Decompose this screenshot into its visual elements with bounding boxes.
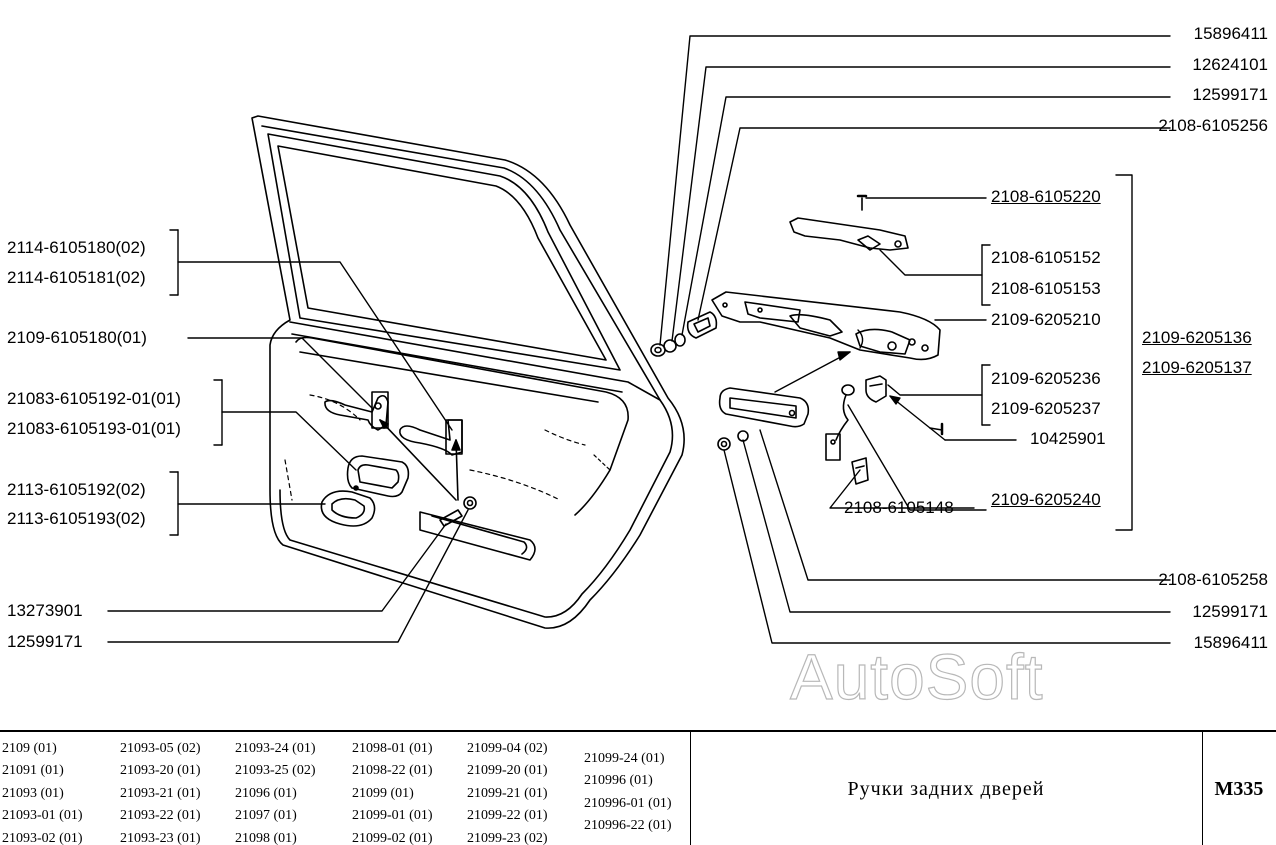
label-21083-6105193: 21083-6105193-01(01) bbox=[7, 419, 181, 438]
label-2109-6205210: 2109-6205210 bbox=[991, 310, 1101, 329]
footer-divider bbox=[690, 732, 691, 845]
model-column-2: 21093-05 (02) 21093-20 (01) 21093-21 (01… bbox=[120, 738, 201, 845]
label-13273901: 13273901 bbox=[7, 601, 83, 620]
handle-bezel-on-door bbox=[346, 455, 410, 498]
nut-lower bbox=[717, 437, 731, 451]
outer-handle-body bbox=[711, 291, 941, 361]
diagram-title: Ручки задних дверей bbox=[847, 778, 1045, 800]
model-item: 21093-24 (01) bbox=[235, 741, 316, 756]
model-item: 21097 (01) bbox=[235, 808, 297, 824]
model-item: 21098-01 (01) bbox=[352, 741, 433, 756]
armrest-cup-on-door bbox=[320, 485, 376, 527]
label-2114-6105181: 2114-6105181(02) bbox=[7, 268, 146, 287]
door-handle-exploded-diagram bbox=[107, 35, 1171, 644]
label-15896411-bottom: 15896411 bbox=[1193, 633, 1268, 652]
handle-lever-top bbox=[789, 217, 909, 251]
model-column-3: 21093-24 (01) 21093-25 (02) 21096 (01) 2… bbox=[235, 738, 316, 845]
label-2109-6205240: 2109-6205240 bbox=[991, 490, 1101, 509]
label-2109-6105180: 2109-6105180(01) bbox=[7, 328, 147, 347]
model-item: 21099 (01) bbox=[352, 785, 414, 801]
model-item: 21096 (01) bbox=[235, 785, 297, 801]
model-item: 21099-22 (01) bbox=[467, 808, 548, 824]
model-item: 21093-25 (02) bbox=[235, 763, 316, 779]
model-item: 21099-01 (01) bbox=[352, 808, 433, 824]
label-2109-6205236: 2109-6205236 bbox=[991, 369, 1101, 388]
label-2108-6105258: 2108-6105258 bbox=[1158, 570, 1268, 589]
model-item: 2109 (01) bbox=[2, 741, 57, 756]
washer-spring-top bbox=[674, 333, 686, 347]
label-2108-6105152: 2108-6105152 bbox=[991, 248, 1101, 267]
model-item: 210996 (01) bbox=[584, 773, 653, 789]
assembly-arrows-door bbox=[379, 419, 461, 501]
label-12599171-top: 12599171 bbox=[1192, 85, 1268, 104]
label-2109-6205137: 2109-6205137 bbox=[1142, 358, 1252, 377]
label-2109-6205237: 2109-6205237 bbox=[991, 399, 1101, 418]
label-2113-6105192: 2113-6105192(02) bbox=[7, 480, 146, 499]
inner-handle-front-on-door bbox=[324, 391, 389, 431]
bracket-small bbox=[865, 375, 887, 403]
model-item: 21099-24 (01) bbox=[584, 751, 665, 766]
label-12599171-left: 12599171 bbox=[7, 632, 83, 651]
label-2108-6105148: 2108-6105148 bbox=[844, 498, 954, 517]
label-15896411-top: 15896411 bbox=[1193, 24, 1268, 43]
washer-top bbox=[663, 339, 677, 353]
label-12599171-bottom: 12599171 bbox=[1192, 602, 1268, 621]
model-item: 21093-21 (01) bbox=[120, 785, 201, 801]
rear-door-illustration bbox=[251, 115, 685, 629]
label-10425901: 10425901 bbox=[1030, 429, 1106, 448]
footer-divider bbox=[1202, 732, 1203, 845]
label-2109-6205136: 2109-6205136 bbox=[1142, 328, 1252, 347]
inner-handle-rear-on-door bbox=[399, 419, 463, 456]
model-item: 21099-20 (01) bbox=[467, 763, 548, 779]
model-item: 21098-22 (01) bbox=[352, 763, 433, 779]
model-item: 21093-22 (01) bbox=[120, 808, 201, 824]
model-column-5: 21099-04 (02) 21099-20 (01) 21099-21 (01… bbox=[467, 738, 548, 845]
autosoft-watermark: AutoSoft bbox=[789, 640, 1044, 713]
model-column-1: 2109 (01) 21091 (01) 21093 (01) 21093-01… bbox=[2, 738, 83, 845]
model-item: 21091 (01) bbox=[2, 763, 64, 779]
model-item: 21099-21 (01) bbox=[467, 785, 548, 801]
model-item: 21093-20 (01) bbox=[120, 763, 201, 779]
screw-small-right bbox=[929, 422, 944, 436]
model-item: 210996-22 (01) bbox=[584, 818, 672, 834]
model-item: 210996-01 (01) bbox=[584, 795, 672, 811]
diagram-code: M335 bbox=[1214, 778, 1264, 800]
label-2114-6105180: 2114-6105180(02) bbox=[7, 238, 146, 257]
model-item: 21093-05 (02) bbox=[120, 741, 201, 756]
label-2108-6105256: 2108-6105256 bbox=[1158, 116, 1268, 135]
model-item: 21093-23 (01) bbox=[120, 830, 201, 845]
leader-lines bbox=[107, 35, 1171, 644]
label-12624101: 12624101 bbox=[1192, 55, 1268, 74]
footer-title-block: 2109 (01) 21091 (01) 21093 (01) 21093-01… bbox=[0, 730, 1276, 845]
model-item: 21099-23 (02) bbox=[467, 830, 548, 845]
escutcheon-outer bbox=[718, 387, 810, 428]
model-item: 21093-01 (01) bbox=[2, 808, 83, 824]
model-column-4: 21098-01 (01) 21098-22 (01) 21099 (01) 2… bbox=[352, 738, 433, 845]
lock-cylinder-rod bbox=[825, 384, 855, 461]
screw-top bbox=[856, 194, 868, 211]
label-2113-6105193: 2113-6105193(02) bbox=[7, 509, 146, 528]
model-column-6: 21099-24 (01) 210996 (01) 210996-01 (01)… bbox=[584, 748, 672, 838]
model-item: 21099-02 (01) bbox=[352, 830, 433, 845]
grommet-top bbox=[686, 311, 718, 339]
model-item: 21093-02 (01) bbox=[2, 830, 83, 845]
label-2108-6105153: 2108-6105153 bbox=[991, 279, 1101, 298]
screw-and-cap-on-door bbox=[439, 496, 477, 527]
nut-small-top bbox=[650, 343, 666, 357]
model-item: 21098 (01) bbox=[235, 830, 297, 845]
model-item: 21093 (01) bbox=[2, 785, 64, 801]
model-item: 21099-04 (02) bbox=[467, 741, 548, 756]
label-2108-6105220: 2108-6105220 bbox=[991, 187, 1101, 206]
label-21083-6105192: 21083-6105192-01(01) bbox=[7, 389, 181, 408]
